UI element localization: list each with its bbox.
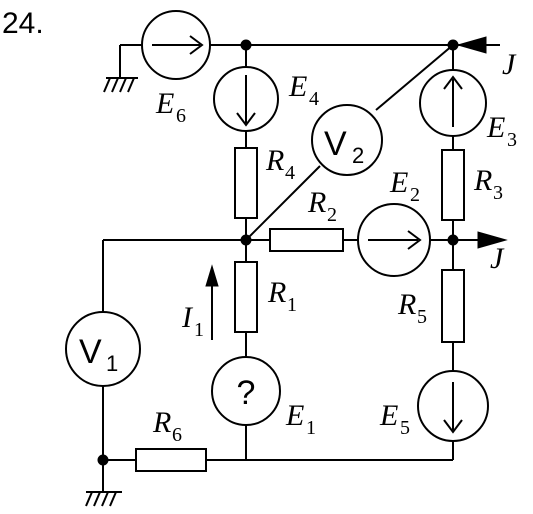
svg-text:2: 2	[352, 143, 364, 168]
svg-text:5: 5	[400, 417, 410, 439]
current-j-arrow-top	[456, 36, 487, 54]
svg-text:V: V	[324, 125, 347, 163]
label-r2: R 2	[307, 186, 337, 226]
svg-text:1: 1	[106, 351, 118, 376]
svg-text:R: R	[397, 288, 416, 321]
voltmeter-v2: V 2	[311, 104, 383, 176]
label-e3: E 3	[486, 111, 517, 151]
svg-text:E: E	[379, 399, 398, 432]
node-dot	[240, 234, 252, 246]
svg-text:1: 1	[306, 417, 316, 439]
svg-text:3: 3	[493, 182, 503, 204]
svg-text:E: E	[486, 111, 505, 144]
label-r1: R 1	[267, 276, 297, 316]
svg-text:R: R	[473, 164, 492, 197]
svg-text:5: 5	[417, 306, 427, 328]
resistor-r2	[269, 228, 344, 252]
node-dot	[240, 39, 252, 51]
resistor-r6	[135, 448, 207, 472]
resistor-r5	[441, 269, 465, 343]
current-i1-arrow	[205, 264, 219, 340]
svg-text:R: R	[307, 186, 326, 219]
resistor-r4	[234, 147, 258, 219]
label-r4: R 4	[265, 144, 295, 184]
source-e3	[419, 69, 487, 137]
svg-text:R: R	[267, 276, 286, 309]
label-j-top: J	[502, 48, 517, 81]
svg-text:I: I	[181, 301, 194, 334]
svg-text:E: E	[285, 399, 304, 432]
svg-text:E: E	[389, 166, 408, 199]
source-e4	[213, 66, 279, 132]
svg-text:R: R	[152, 406, 171, 439]
source-e2	[357, 203, 431, 277]
svg-text:R: R	[265, 144, 284, 177]
svg-text:1: 1	[287, 294, 297, 316]
node-dot	[97, 454, 109, 466]
label-r6: R 6	[152, 406, 182, 446]
svg-text:E: E	[288, 70, 307, 103]
svg-text:6: 6	[176, 105, 186, 127]
svg-text:1: 1	[194, 319, 204, 341]
node-dot	[447, 234, 459, 246]
svg-text:2: 2	[410, 184, 420, 206]
ground-symbol-bottom	[85, 491, 122, 507]
label-e6: E 6	[155, 87, 186, 127]
current-j-arrow-right	[477, 231, 508, 249]
svg-text:6: 6	[172, 424, 182, 446]
problem-number: 24.	[2, 7, 44, 40]
resistor-r3	[441, 149, 465, 221]
svg-text:E: E	[155, 87, 174, 120]
label-e5: E 5	[379, 399, 410, 439]
svg-text:2: 2	[327, 204, 337, 226]
source-e5	[417, 370, 489, 442]
resistor-r1	[234, 261, 258, 333]
svg-text:3: 3	[507, 129, 517, 151]
svg-text:4: 4	[309, 88, 319, 110]
nodes	[97, 39, 459, 466]
unknown-symbol: ?	[237, 374, 256, 412]
source-e6	[141, 10, 211, 80]
svg-text:4: 4	[285, 162, 295, 184]
label-i1: I 1	[181, 301, 204, 341]
label-e2: E 2	[389, 166, 420, 206]
source-e1: ?	[211, 356, 281, 426]
ground-symbol-top	[103, 77, 138, 93]
label-j-right: J	[490, 242, 505, 275]
label-r5: R 5	[397, 288, 427, 328]
label-e4: E 4	[288, 70, 319, 110]
svg-text:V: V	[79, 333, 102, 371]
voltmeter-v1: V 1	[65, 311, 141, 387]
label-e1: E 1	[285, 399, 316, 439]
label-r3: R 3	[473, 164, 503, 204]
